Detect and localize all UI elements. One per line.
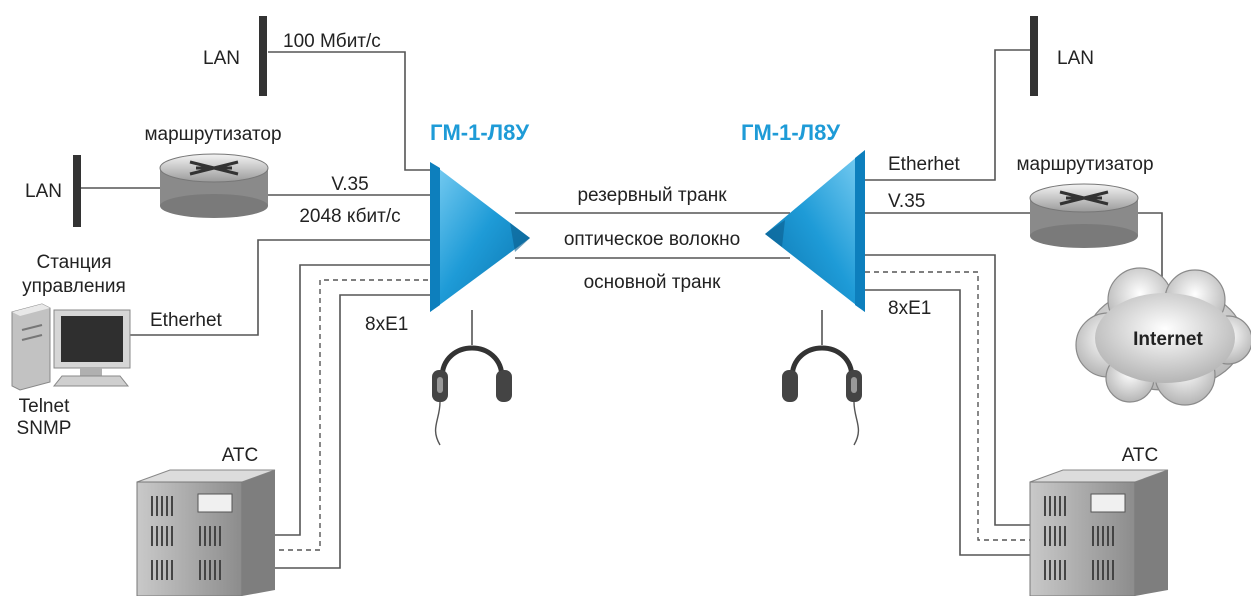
mux-left-label: ГМ-1-Л8У xyxy=(430,120,529,145)
pbx-left: АТС xyxy=(136,445,276,596)
line-lan-right-to-mux xyxy=(865,49,1030,181)
pbx-left-label: АТС xyxy=(222,445,259,466)
line-e1-left-dashed xyxy=(270,279,430,551)
pbx-right: АТС xyxy=(1029,445,1169,596)
station-label-line2: управления xyxy=(22,276,126,297)
dashed-lines xyxy=(270,271,1030,551)
lan-bar-mid-left: LAN xyxy=(25,155,81,227)
connection-lines xyxy=(80,49,1163,569)
label-speed-100: 100 Мбит/с xyxy=(283,31,381,52)
router-right: маршрутизатор xyxy=(1016,154,1154,248)
line-e1-left-2 xyxy=(270,294,430,569)
label-snmp: SNMP xyxy=(17,418,72,439)
label-v35-right: V.35 xyxy=(888,191,925,212)
pbx-cabinet-icon xyxy=(1029,469,1169,596)
internet-label: Internet xyxy=(1133,329,1203,350)
svg-text:LAN: LAN xyxy=(25,181,62,202)
label-rate-2048: 2048 кбит/с xyxy=(299,206,400,227)
label-e1-left: 8xE1 xyxy=(365,314,408,335)
headset-icon xyxy=(782,345,862,446)
station-label-line1: Станция xyxy=(36,252,111,273)
router-right-label: маршрутизатор xyxy=(1016,154,1153,175)
label-optical-fiber: оптическое волокно xyxy=(564,229,740,250)
label-trunk-main: основной транк xyxy=(584,272,722,293)
line-e1-left-1 xyxy=(270,264,430,536)
label-ethernet-left: Etherhet xyxy=(150,310,223,331)
headset-icon xyxy=(432,345,512,446)
headset-right xyxy=(782,345,862,446)
line-e1-right-dashed xyxy=(865,271,1030,541)
line-router-to-internet xyxy=(1135,212,1163,285)
mux-right: ГМ-1-Л8У xyxy=(741,120,865,312)
computer-icon xyxy=(11,303,131,391)
label-e1-right: 8xE1 xyxy=(888,298,931,319)
label-trunk-reserve: резервный транк xyxy=(577,185,727,206)
line-e1-right-1 xyxy=(865,254,1030,526)
management-station: Станция управления Telnet SNMP xyxy=(11,252,131,439)
svg-text:LAN: LAN xyxy=(1057,48,1094,69)
line-lan-left-to-mux xyxy=(268,51,430,171)
line-ethernet-left xyxy=(130,239,430,336)
cloud-icon xyxy=(1075,267,1251,406)
pbx-right-label: АТС xyxy=(1122,445,1159,466)
router-left: маршрутизатор xyxy=(144,124,282,218)
router-left-label: маршрутизатор xyxy=(144,124,281,145)
mux-right-label: ГМ-1-Л8У xyxy=(741,120,840,145)
line-e1-right-2 xyxy=(865,289,1030,556)
label-v35-left: V.35 xyxy=(331,174,368,195)
internet-cloud: Internet xyxy=(1075,267,1251,406)
headset-left xyxy=(432,345,512,446)
pbx-cabinet-icon xyxy=(136,469,276,596)
mux-left: ГМ-1-Л8У xyxy=(430,120,530,312)
router-icon xyxy=(1029,183,1139,248)
svg-text:LAN: LAN xyxy=(203,48,240,69)
lan-bar-top-right: LAN xyxy=(1030,16,1094,96)
label-telnet: Telnet xyxy=(19,396,70,417)
router-icon xyxy=(159,153,269,218)
label-ethernet-right: Etherhet xyxy=(888,154,961,175)
lan-bar-top-left: LAN xyxy=(203,16,267,96)
